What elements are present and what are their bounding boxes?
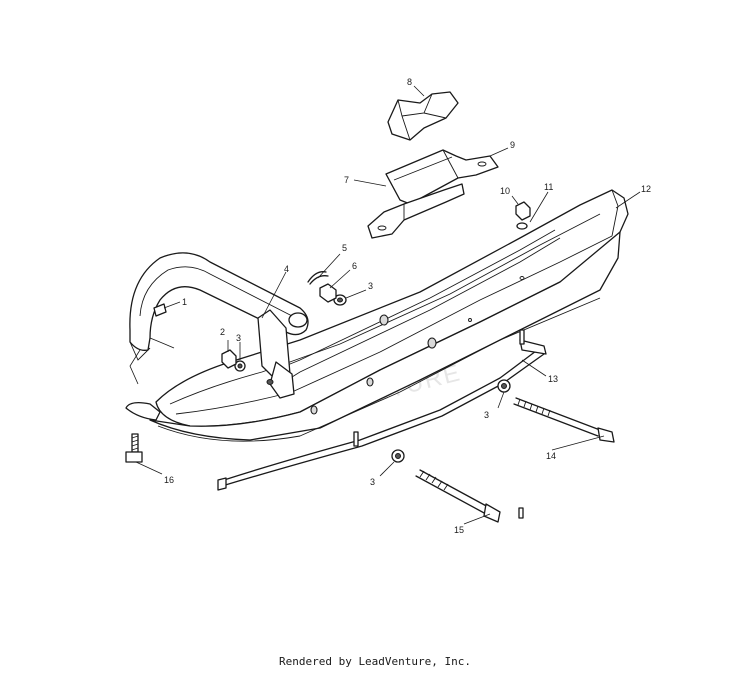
- callout-labels: 1 2 3 4 5 6 3 7 8 9 10 11 12 13 3 14 3 1…: [164, 77, 651, 535]
- hardware-small-parts: [153, 201, 531, 463]
- callout-8: 8: [407, 77, 412, 87]
- callout-15: 15: [454, 525, 464, 535]
- render-credit: Rendered by LeadVenture, Inc.: [278, 655, 472, 668]
- callout-13: 13: [548, 374, 558, 384]
- callout-11: 11: [544, 182, 553, 192]
- callout-6: 6: [352, 261, 357, 271]
- bolt-part-14: [513, 397, 615, 443]
- callout-7: 7: [344, 175, 349, 185]
- bracket-plate-part-7: [367, 183, 465, 239]
- callout-9: 9: [510, 140, 515, 150]
- callout-3: 3: [368, 281, 373, 291]
- callout-14: 14: [546, 451, 556, 461]
- ski-loop-part-4: [125, 252, 309, 421]
- callout-4: 4: [284, 264, 289, 274]
- wear-bar-part-13: [217, 329, 547, 519]
- callout-5: 5: [342, 243, 347, 253]
- callout-3: 3: [236, 333, 241, 343]
- callout-10: 10: [500, 186, 510, 196]
- callout-3: 3: [370, 477, 375, 487]
- callout-1: 1: [182, 297, 187, 307]
- bolt-part-16: [125, 433, 143, 463]
- callout-12: 12: [641, 184, 651, 194]
- callout-3: 3: [484, 410, 489, 420]
- bolt-part-15: [415, 469, 501, 523]
- callout-16: 16: [164, 475, 174, 485]
- leader-lines: [129, 85, 641, 525]
- ski-pad-part-8: [387, 91, 459, 141]
- callout-2: 2: [220, 327, 225, 337]
